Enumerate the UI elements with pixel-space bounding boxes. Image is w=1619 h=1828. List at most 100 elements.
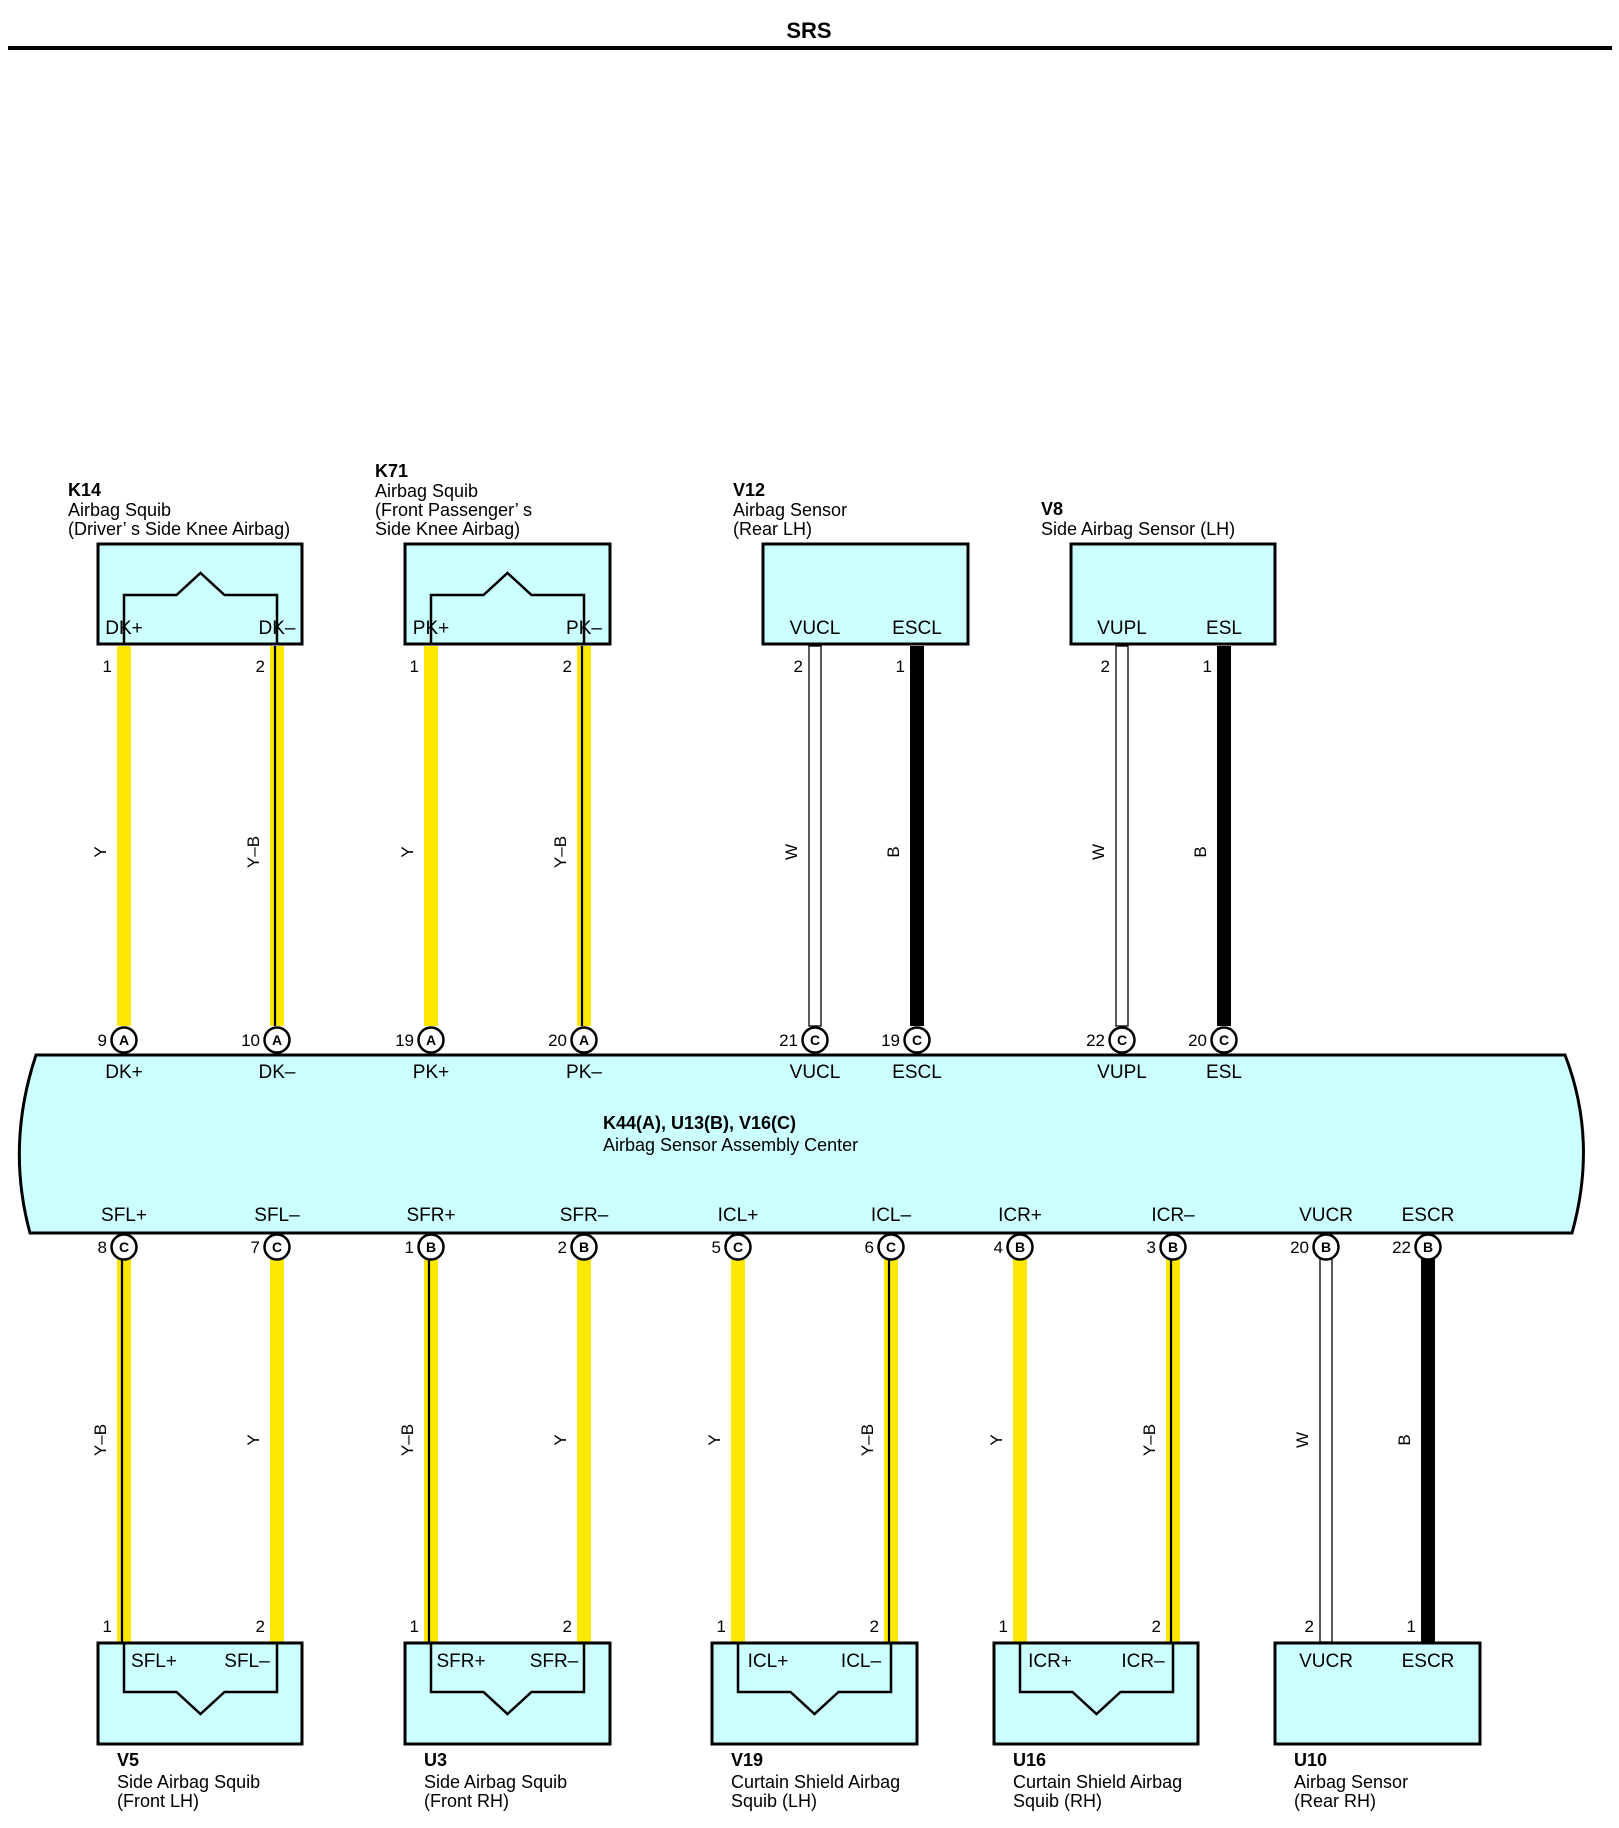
page-title: SRS: [786, 18, 831, 43]
component-code: K71: [375, 461, 408, 481]
wire-icl: [731, 1258, 745, 1642]
ecu-pin-number: 20: [1188, 1031, 1207, 1050]
ecu-pin-vucr: B: [1312, 1233, 1340, 1261]
ecu-pin-sfl: C: [263, 1233, 291, 1261]
wire-esl: [1217, 646, 1231, 1026]
wire-color-label: Y–B: [858, 1424, 877, 1456]
ecu-pin-number: 5: [712, 1238, 721, 1257]
ecu-pin-number: 6: [865, 1238, 874, 1257]
connector-letter: B: [1321, 1239, 1331, 1255]
component-box: [761, 542, 970, 646]
ecu-pin-esl: C: [1210, 1026, 1238, 1054]
connector-letter: B: [579, 1239, 589, 1255]
wire-sfr: [424, 1258, 438, 1642]
wire-color-label: Y: [705, 1434, 724, 1445]
wire-color-label: W: [782, 844, 801, 860]
pin-label: SFL+: [131, 1651, 177, 1672]
component-pin-number: 1: [103, 1617, 112, 1636]
component-pin-number: 1: [103, 657, 112, 676]
pin-label: ESCR: [1402, 1651, 1455, 1672]
connector-letter: C: [810, 1032, 820, 1048]
wire-yellow: [577, 1258, 591, 1642]
pin-circle: [1414, 1233, 1442, 1261]
wire-escl: [910, 646, 924, 1026]
component-code: K14: [68, 480, 101, 500]
ecu-pin-sfr: B: [417, 1233, 445, 1261]
ecu-pin-dk: A: [110, 1026, 138, 1054]
wire-yellow: [117, 646, 131, 1026]
connector-letter: B: [426, 1239, 436, 1255]
wire-yellow-black: [117, 1258, 131, 1642]
wire-dk: [270, 646, 284, 1026]
component-pin-number: 2: [256, 657, 265, 676]
ecu-pin-number: 22: [1392, 1238, 1411, 1257]
wire-color-label: Y: [551, 1434, 570, 1445]
component-desc: Airbag Squib: [375, 481, 478, 501]
component-desc: Side Airbag Sensor (LH): [1041, 519, 1235, 539]
connector-letter: C: [886, 1239, 896, 1255]
ecu-terminal-label: ICR+: [998, 1205, 1042, 1226]
wire-yellow: [731, 1258, 745, 1642]
squib-symbol: [429, 1643, 586, 1716]
pin-label: ICR+: [1028, 1651, 1072, 1672]
ecu-terminal-label: PK–: [566, 1062, 602, 1083]
ecu-pin-sfr: B: [570, 1233, 598, 1261]
pin-circle: [417, 1233, 445, 1261]
ecu-pin-escr: B: [1414, 1233, 1442, 1261]
squib-symbol: [122, 1643, 279, 1716]
component-pin-number: 1: [1407, 1617, 1416, 1636]
wire-vucr: [1319, 1257, 1333, 1643]
component-pin-number: 1: [410, 1617, 419, 1636]
component-code: V8: [1041, 499, 1063, 519]
component-code: V19: [731, 1750, 763, 1770]
wire-vupl: [1115, 645, 1129, 1027]
ecu-terminal-label: VUCR: [1299, 1205, 1353, 1226]
wire-yellow-black: [424, 1258, 438, 1642]
component-pin-number: 1: [410, 657, 419, 676]
component-code: V12: [733, 480, 765, 500]
wire-pk: [577, 646, 591, 1026]
wire-yellow-black: [270, 646, 284, 1026]
connector-letter: B: [1423, 1239, 1433, 1255]
pin-label: ICL+: [748, 1651, 789, 1672]
component-desc: Airbag Sensor: [733, 500, 847, 520]
ecu-pin-number: 19: [395, 1031, 414, 1050]
squib-symbol: [122, 571, 279, 644]
connector-letter: A: [579, 1032, 589, 1048]
ecu-terminal-label: DK–: [259, 1062, 296, 1083]
ecu-pin-number: 21: [779, 1031, 798, 1050]
ecu-pin-pk: A: [417, 1026, 445, 1054]
wire-sfr: [577, 1258, 591, 1642]
ecu-pin-number: 9: [98, 1031, 107, 1050]
component-desc: Airbag Squib: [68, 500, 171, 520]
component-pin-number: 1: [999, 1617, 1008, 1636]
pin-label: VUPL: [1097, 618, 1147, 639]
wire-color-label: Y: [987, 1434, 1006, 1445]
component-desc: (Front LH): [117, 1791, 199, 1811]
ecu-terminal-label: VUPL: [1097, 1062, 1147, 1083]
pin-label: ICL–: [841, 1651, 882, 1672]
component-code: U3: [424, 1750, 447, 1770]
ecu-terminal-label: SFR+: [406, 1205, 455, 1226]
ecu-pin-number: 19: [881, 1031, 900, 1050]
component-pin-number: 1: [896, 657, 905, 676]
wire-color-label: Y–B: [551, 836, 570, 868]
component-pin-number: 2: [1152, 1617, 1161, 1636]
component-desc: Side Airbag Squib: [117, 1772, 260, 1792]
wire-sfl: [117, 1258, 131, 1642]
connector-letter: C: [119, 1239, 129, 1255]
pin-label: PK+: [413, 618, 449, 639]
ecu-pin-number: 3: [1147, 1238, 1156, 1257]
component-box: [1069, 542, 1277, 646]
wire-yellow: [1013, 1258, 1027, 1642]
wire-black: [910, 646, 924, 1026]
ecu-pin-icl: C: [724, 1233, 752, 1261]
pin-label: VUCR: [1299, 1651, 1353, 1672]
wire-color-label: Y: [244, 1434, 263, 1445]
connector-letter: A: [119, 1032, 129, 1048]
component-pin-number: 2: [563, 657, 572, 676]
ecu-code: K44(A), U13(B), V16(C): [603, 1113, 796, 1133]
